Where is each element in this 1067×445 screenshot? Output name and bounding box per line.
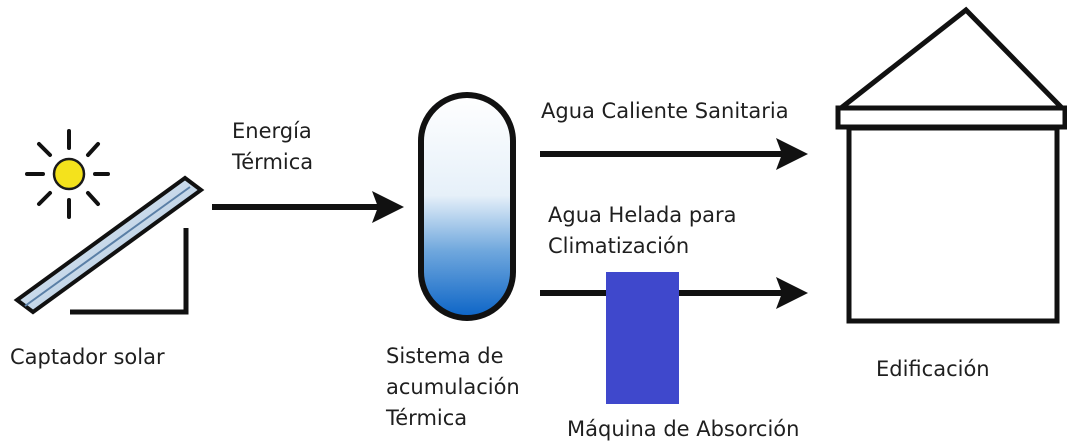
hot-water-arrow: [540, 138, 808, 170]
thermal-energy-arrow: [212, 191, 404, 223]
storage-tank-label-line3: Térmica: [386, 406, 468, 430]
chilled-water-label: Agua Helada para Climatización: [548, 200, 737, 262]
storage-tank-label: Sistema de acumulación Térmica: [386, 341, 520, 434]
storage-tank-icon: [418, 92, 516, 321]
house-icon: [835, 6, 1067, 324]
sun-icon: [25, 129, 110, 219]
solar-panel-icon: [13, 175, 205, 315]
storage-tank-label-line1: Sistema de: [386, 344, 504, 368]
energy-flow-label-line2: Térmica: [232, 150, 314, 174]
chilled-water-label-line2: Climatización: [548, 234, 690, 258]
solar-collector-label: Captador solar: [10, 345, 165, 369]
hot-water-label: Agua Caliente Sanitaria: [541, 99, 789, 123]
energy-flow-label-line1: Energía: [232, 119, 312, 143]
absorption-machine-block: [606, 272, 679, 404]
chilled-water-label-line1: Agua Helada para: [548, 203, 737, 227]
building-label: Edificación: [876, 357, 990, 381]
storage-tank-label-line2: acumulación: [386, 375, 520, 399]
absorption-machine-label: Máquina de Absorción: [567, 417, 800, 441]
energy-flow-label: Energía Térmica: [232, 116, 313, 178]
